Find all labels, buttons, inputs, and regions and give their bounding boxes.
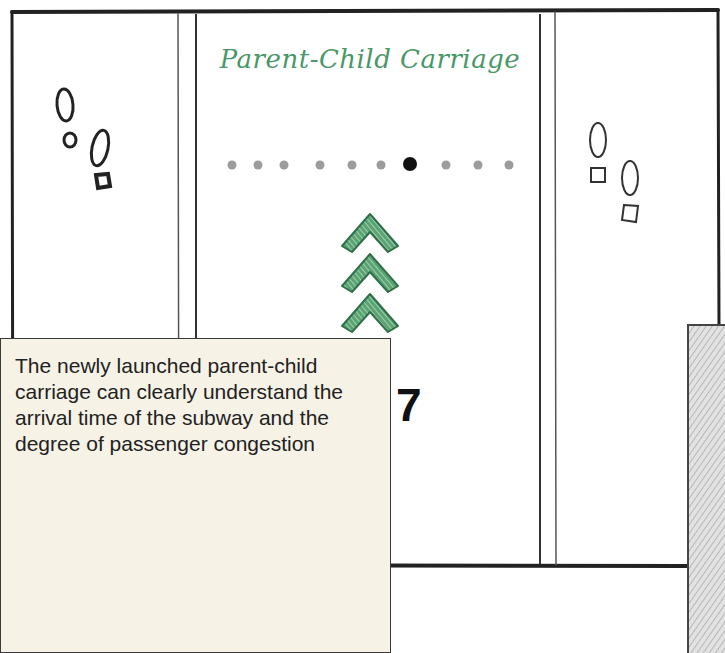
caption-box: The newly launched parent-child carriage…	[0, 338, 391, 653]
train-side	[688, 325, 725, 653]
direction-chevrons	[342, 214, 398, 332]
footprints-right	[590, 123, 638, 222]
footprints-left	[56, 88, 112, 188]
caption-text: The newly launched parent-child carriage…	[15, 353, 376, 457]
occupancy-dots	[228, 157, 514, 171]
arrival-number: 7	[396, 382, 456, 428]
carriage-title: Parent-Child Carriage	[197, 44, 543, 74]
